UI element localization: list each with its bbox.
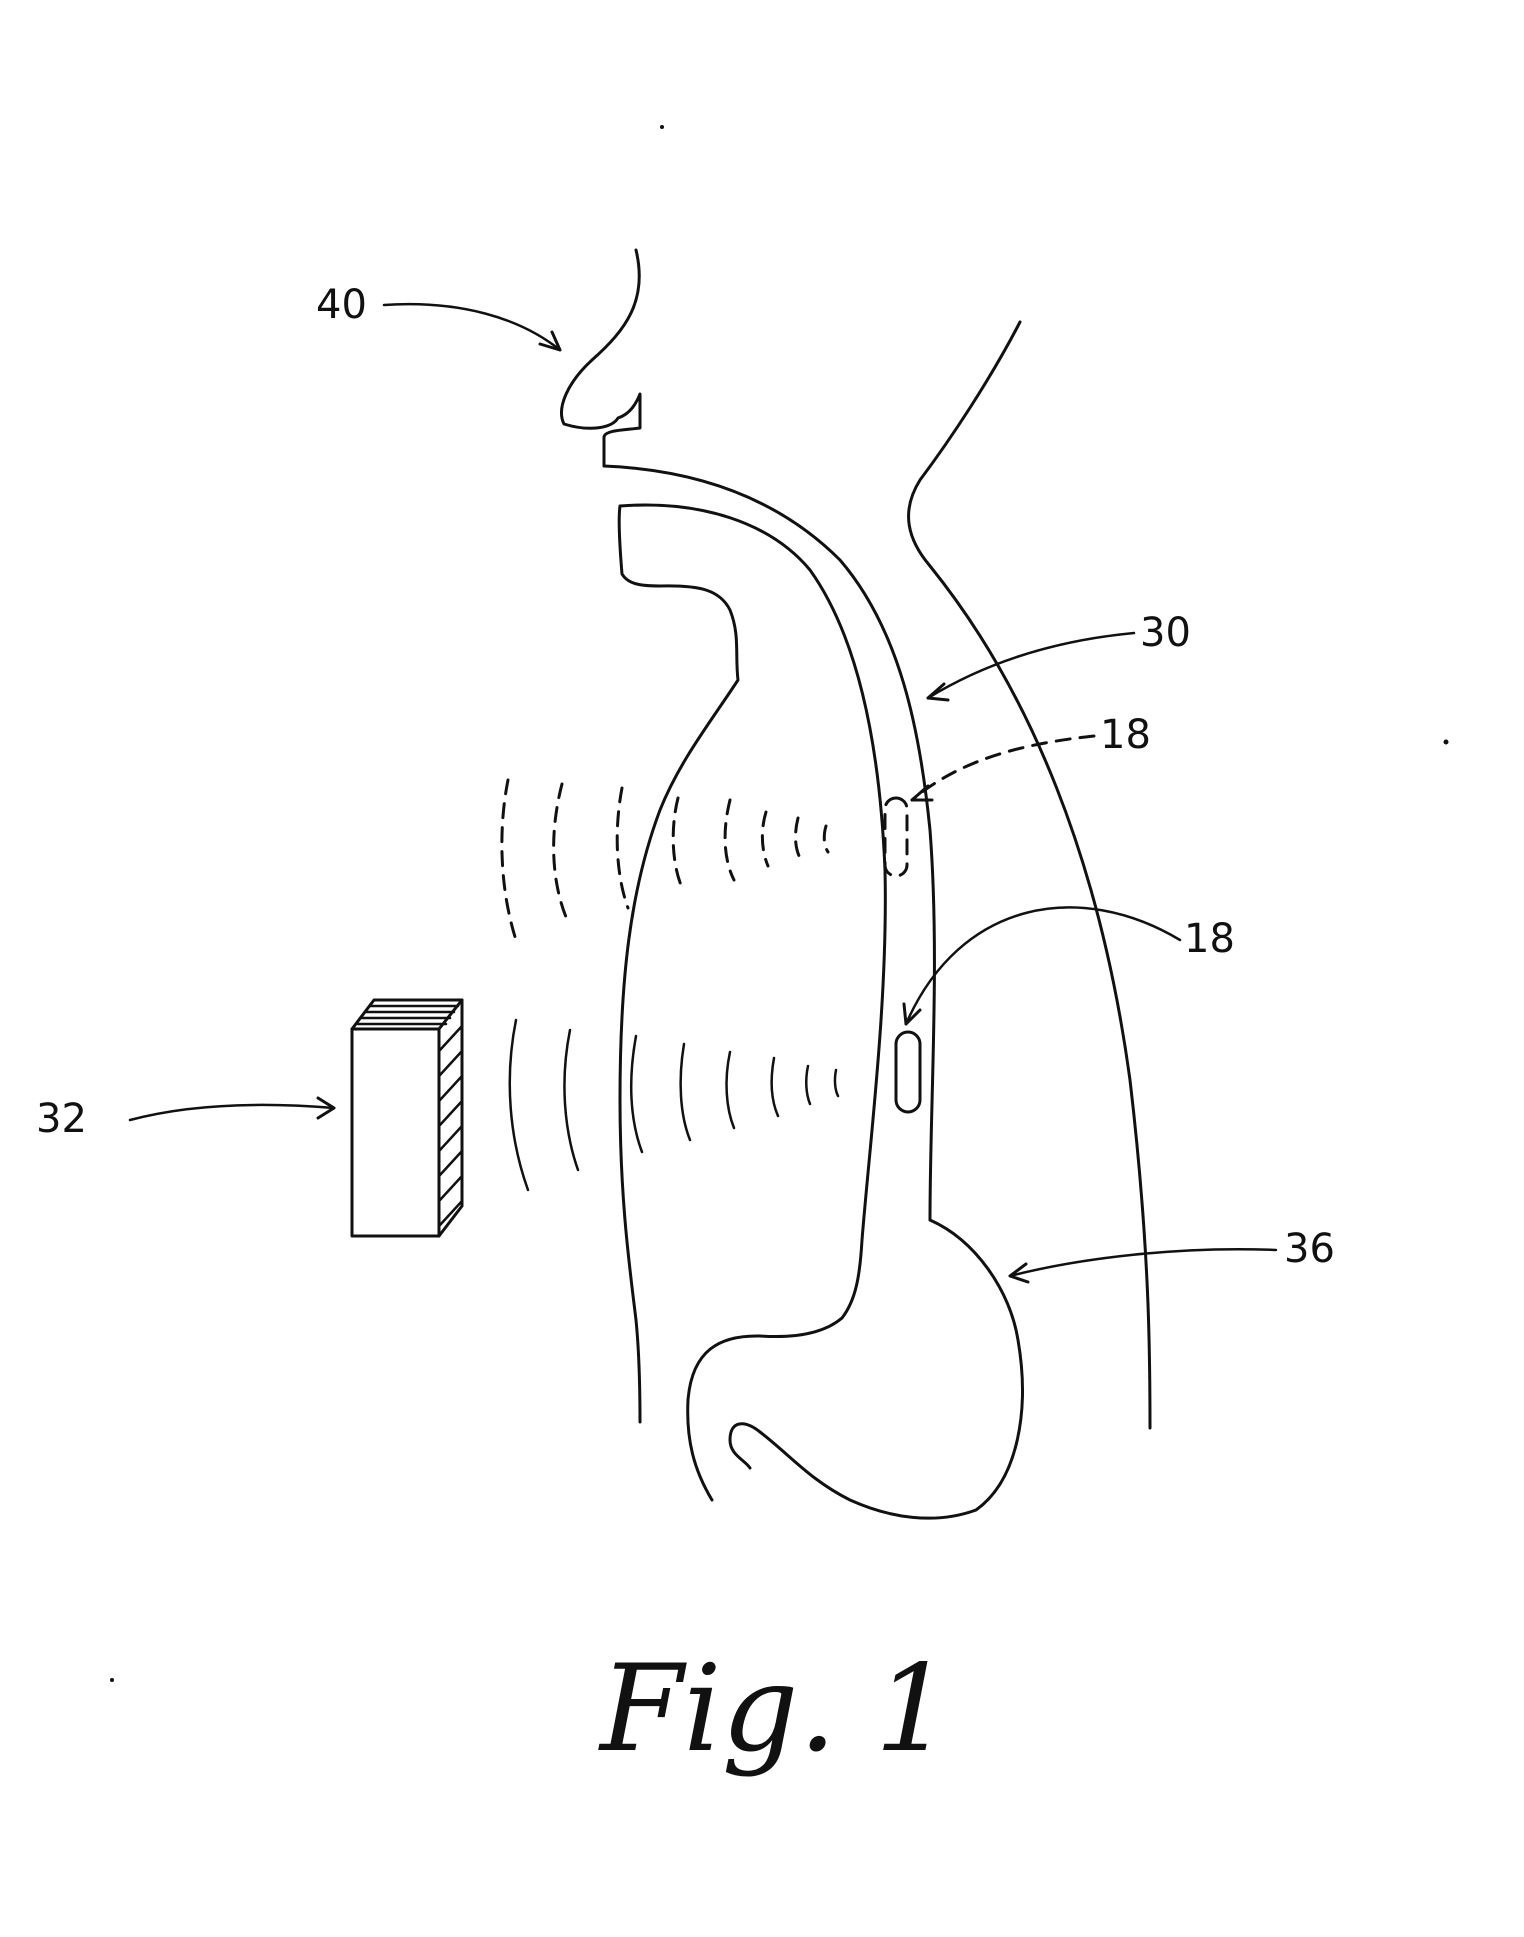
label-18-upper: 18 xyxy=(1100,712,1151,758)
label-30: 30 xyxy=(1140,610,1191,656)
transceiver-box xyxy=(352,1000,462,1236)
capsule-lower xyxy=(896,1032,920,1112)
leader-lines xyxy=(130,304,1276,1282)
stomach-outer xyxy=(730,1220,1022,1518)
label-32: 32 xyxy=(36,1096,87,1142)
esophagus-wall-anterior xyxy=(620,505,885,1318)
throat-and-chest xyxy=(619,506,738,1422)
capsule-upper xyxy=(885,798,907,876)
face-profile xyxy=(562,250,640,466)
back-of-neck xyxy=(909,322,1150,1428)
figure-caption: Fig. 1 xyxy=(598,1640,951,1779)
label-36: 36 xyxy=(1284,1226,1335,1272)
signal-arcs-upper xyxy=(502,780,828,940)
signal-arcs-lower xyxy=(510,1020,838,1190)
label-18-lower: 18 xyxy=(1184,916,1235,962)
stomach-inner xyxy=(688,1318,842,1500)
label-40: 40 xyxy=(316,282,367,328)
